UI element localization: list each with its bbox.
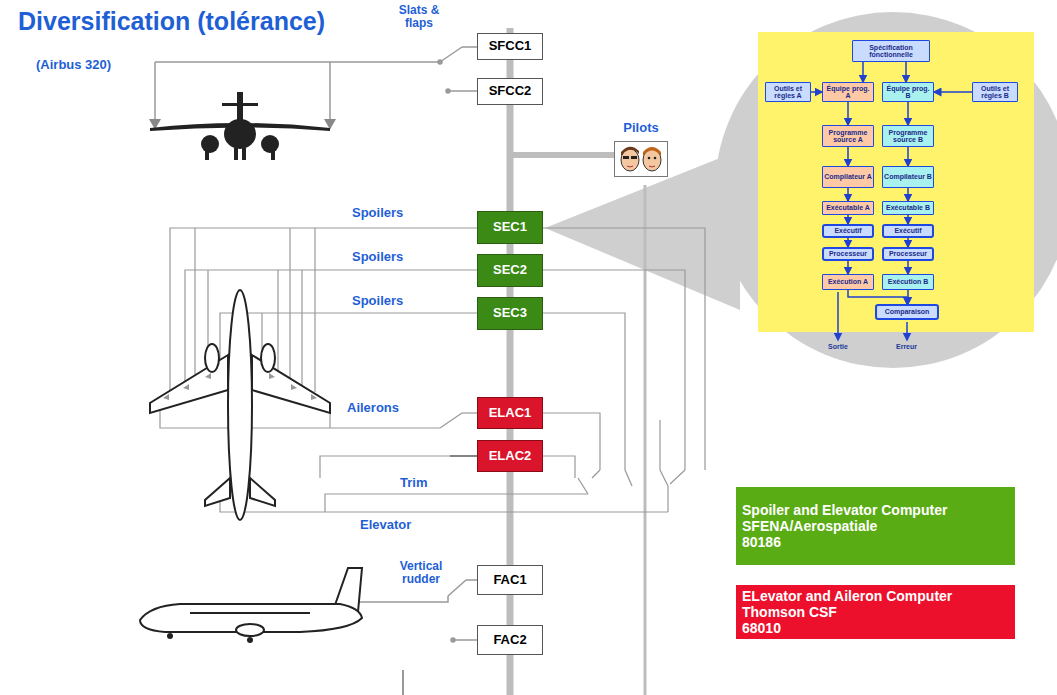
flow-arrow <box>907 147 909 166</box>
flow-arrow <box>907 238 909 247</box>
box-text: Outils et règles B <box>974 85 1016 100</box>
flow-arrow <box>847 215 849 224</box>
box-text: Exécution A <box>828 278 868 285</box>
computer-box: FAC2 <box>477 625 543 655</box>
part-label: Ailerons <box>345 401 401 415</box>
flow-arrow <box>847 238 849 247</box>
box-text: Exécutif <box>894 227 921 234</box>
flow-arrow <box>907 290 909 304</box>
flow-step-box: Processeur <box>882 247 934 261</box>
box-text: Outils et règles A <box>767 85 809 100</box>
box-text: ELAC1 <box>489 406 532 421</box>
flow-arrow <box>907 188 909 201</box>
computer-box: FAC1 <box>477 565 543 595</box>
flow-arrow <box>847 147 849 166</box>
flow-step-box: Programme source B <box>882 125 934 147</box>
part-label: Spoilers <box>350 294 405 308</box>
flow-step-box: Exécutif <box>882 224 934 238</box>
box-text: SFCC1 <box>489 39 532 54</box>
flow-arrow <box>907 215 909 224</box>
box-text: 80186 <box>742 534 781 550</box>
flow-step-box: Exécutable B <box>882 201 934 215</box>
output-label: Sortie <box>828 343 848 351</box>
part-label: Elevator <box>358 518 413 532</box>
flow-arrow <box>905 62 907 82</box>
flow-step-box: Exécutable A <box>822 201 874 215</box>
box-text: Équipe prog. B <box>884 85 932 100</box>
flow-step-box: Comparaison <box>875 304 939 320</box>
box-text: 68010 <box>742 620 781 636</box>
part-label: (Airbus 320) <box>34 58 113 72</box>
flow-step-box: Compilateur B <box>882 166 934 188</box>
part-label: Spoilers <box>350 250 405 264</box>
elac-computer-box: ELAC1 <box>477 397 543 429</box>
flow-step-box: Spécification fonctionnelle <box>852 40 930 62</box>
flow-step-box: Équipe prog. B <box>882 82 934 102</box>
box-text: Spécification fonctionnelle <box>854 44 928 59</box>
box-text: Processeur <box>889 250 927 257</box>
box-text: Exécutif <box>834 227 861 234</box>
box-text: ELAC2 <box>489 449 532 464</box>
flow-arrow <box>907 102 909 125</box>
flow-step-box: Exécutif <box>822 224 874 238</box>
sec-computer-box: SEC1 <box>477 211 543 244</box>
box-text: Spoiler and Elevator Computer <box>742 502 947 518</box>
flow-step-box: Outils et règles A <box>765 82 811 102</box>
pilots-icon <box>614 141 668 177</box>
flow-step-box: Processeur <box>822 247 874 261</box>
part-label: Slats & flaps <box>386 4 452 30</box>
part-label: Vertical rudder <box>388 560 454 586</box>
box-text: Comparaison <box>885 308 930 315</box>
flow-arrow <box>811 91 822 93</box>
box-text: SEC1 <box>493 220 527 235</box>
sec-computer-box: SEC2 <box>477 254 543 287</box>
flow-arrow <box>847 261 849 274</box>
box-text: Programme source A <box>824 129 872 144</box>
box-text: Thomson CSF <box>742 604 837 620</box>
flow-step-box: Programme source A <box>822 125 874 147</box>
flow-arrow <box>848 290 907 304</box>
box-text: SFCC2 <box>489 84 532 99</box>
box-text: FAC2 <box>493 633 526 648</box>
flow-step-box: Outils et règles B <box>972 82 1018 102</box>
box-text: Exécutable B <box>886 204 930 211</box>
flow-step-box: Équipe prog. A <box>822 82 874 102</box>
flow-step-box: Exécution A <box>822 274 874 290</box>
computer-box: SFCC2 <box>477 78 543 105</box>
computer-note: ELevator and Aileron ComputerThomson CSF… <box>736 585 1015 639</box>
box-text: Compilateur A <box>824 173 872 180</box>
computer-note: Spoiler and Elevator ComputerSFENA/Aeros… <box>736 487 1015 565</box>
box-text: Processeur <box>829 250 867 257</box>
box-text: SEC3 <box>493 306 527 321</box>
flow-arrow <box>907 261 909 274</box>
part-label: Trim <box>398 476 429 490</box>
part-label: Spoilers <box>350 206 405 220</box>
flow-step-box: Compilateur A <box>822 166 874 188</box>
flow-arrow <box>847 102 849 125</box>
pilot-faces <box>615 142 667 176</box>
box-text: Programme source B <box>884 129 932 144</box>
pilots-heading: Pilots <box>623 121 658 136</box>
box-text: FAC1 <box>493 573 526 588</box>
flow-arrow <box>847 188 849 201</box>
output-label: Erreur <box>896 343 917 351</box>
box-text: Exécutable A <box>826 204 870 211</box>
box-text: ELevator and Aileron Computer <box>742 588 952 604</box>
computer-box: SFCC1 <box>477 33 543 60</box>
flow-arrow <box>862 62 864 82</box>
elac-computer-box: ELAC2 <box>477 440 543 472</box>
box-text: SEC2 <box>493 263 527 278</box>
box-text: Équipe prog. A <box>824 85 872 100</box>
pilots-box: Pilots <box>610 121 672 189</box>
flow-step-box: Exécution B <box>882 274 934 290</box>
diagram-title: Diversification (tolérance) <box>18 8 325 36</box>
flow-arrow <box>934 91 972 93</box>
box-text: Compilateur B <box>884 173 932 180</box>
sec-computer-box: SEC3 <box>477 297 543 330</box>
box-text: Exécution B <box>888 278 928 285</box>
box-text: SFENA/Aerospatiale <box>742 518 877 534</box>
